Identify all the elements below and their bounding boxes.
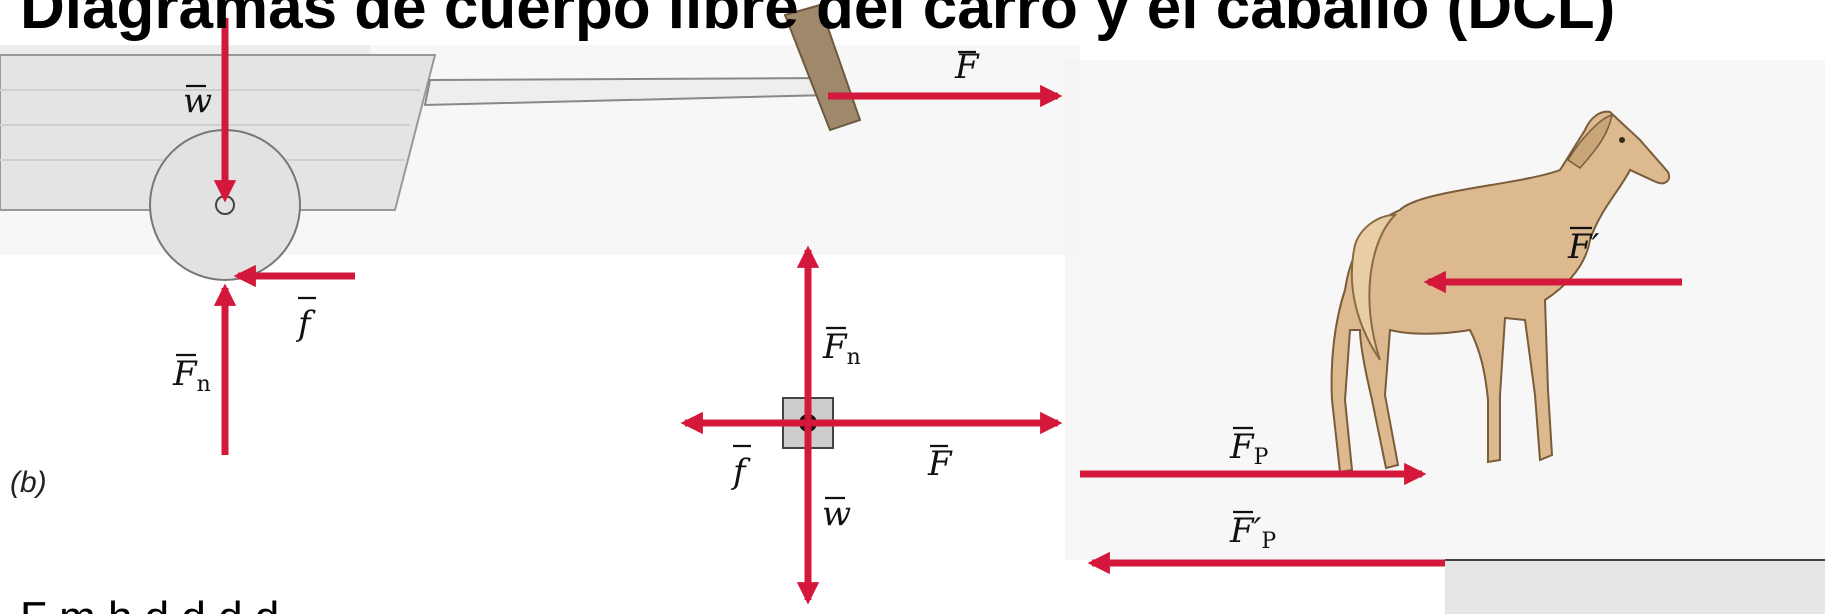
svg-text:Fn: Fn: [172, 354, 211, 397]
svg-text:F: F: [927, 444, 953, 484]
fbd-friction-label: f: [730, 444, 751, 492]
ground-push-label: FP: [1229, 426, 1269, 470]
svg-text:f: f: [730, 452, 751, 492]
cart-pull-label: F: [954, 47, 980, 87]
svg-text:F′: F′: [1567, 227, 1600, 267]
cart-normal-label: Fn: [172, 353, 211, 397]
fbd-pull-label: F: [927, 444, 953, 484]
panel-label: (b): [10, 466, 47, 499]
horse-reaction-label: F′: [1567, 226, 1600, 267]
svg-text:FP: FP: [1229, 427, 1269, 470]
svg-text:F′P: F′P: [1229, 511, 1276, 554]
svg-text:F: F: [954, 47, 980, 87]
cart-friction-label: f: [295, 296, 316, 344]
fbd-normal-label: Fn: [822, 326, 861, 370]
caption-text: F m h d d d d: [20, 593, 279, 614]
svg-text:Fn: Fn: [822, 327, 861, 370]
horse-icon: [1330, 110, 1671, 474]
cart-weight-label: w: [183, 81, 212, 121]
ground-surface: [1445, 560, 1825, 614]
page-title: Diagramas de cuerpo libre del carro y el…: [20, 0, 1615, 42]
svg-text:w: w: [822, 494, 851, 534]
fbd-weight-label: w: [822, 494, 851, 534]
svg-text:f: f: [295, 304, 316, 344]
ground-reaction-label: F′P: [1229, 510, 1276, 554]
svg-text:w: w: [183, 81, 212, 121]
